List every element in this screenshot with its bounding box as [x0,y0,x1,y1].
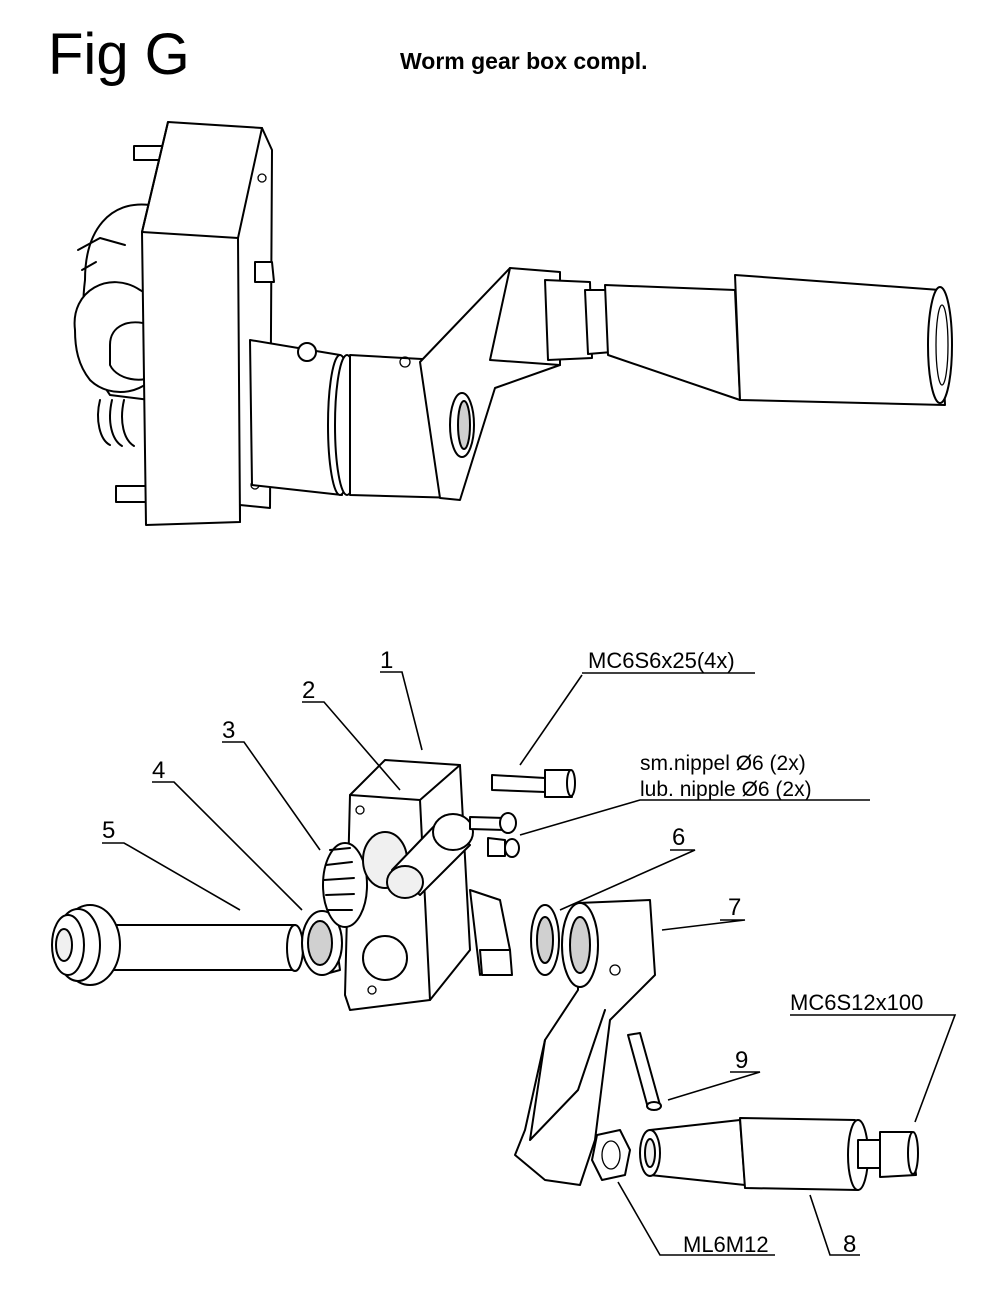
callout-mc6s6x25: MC6S6x25(4x) [588,648,735,673]
shaft-sleeve [249,339,461,499]
callout-part-7: 7 [728,894,741,921]
part-4-bushing [301,910,343,976]
callout-lub-nipple: lub. nipple Ø6 (2x) [640,778,812,801]
screw-mc6s12x100 [857,1131,919,1178]
gear-housing [141,121,275,526]
callout-labels: 1 2 3 4 5 6 7 8 9 MC6S6x25(4x) sm.nippel… [102,647,923,1258]
callout-part-8: 8 [843,1231,856,1258]
figure-subtitle: Worm gear box compl. [400,48,648,74]
lube-nipples [487,837,520,858]
callout-part-4: 4 [152,757,165,784]
exploded-view [51,759,919,1191]
figure-label: Fig G [48,22,190,87]
part-8-handle [639,1117,869,1191]
assembled-gearbox-view [73,121,953,526]
nut-ml6m12 [591,1129,631,1181]
leader-lines [102,671,957,1256]
part-7-crank-arm [514,899,656,1186]
callout-ml6m12: ML6M12 [683,1232,769,1257]
part-2-shaft [386,813,474,899]
callout-part-1: 1 [380,647,393,674]
handle-assembly [544,274,953,406]
callout-part-2: 2 [302,677,315,704]
callout-part-9: 9 [735,1047,748,1074]
crank-arm [419,267,561,501]
part-6-washer [530,904,560,976]
callout-mc6s12x100: MC6S12x100 [790,990,923,1015]
part-5-worm-shaft [51,904,304,986]
screws-mc6s6x25 [469,769,576,834]
callout-part-5: 5 [102,817,115,844]
callout-part-3: 3 [222,717,235,744]
callout-sm-nippel: sm.nippel Ø6 (2x) [640,752,806,775]
part-9-pin [627,1032,662,1111]
callout-part-6: 6 [672,824,685,851]
